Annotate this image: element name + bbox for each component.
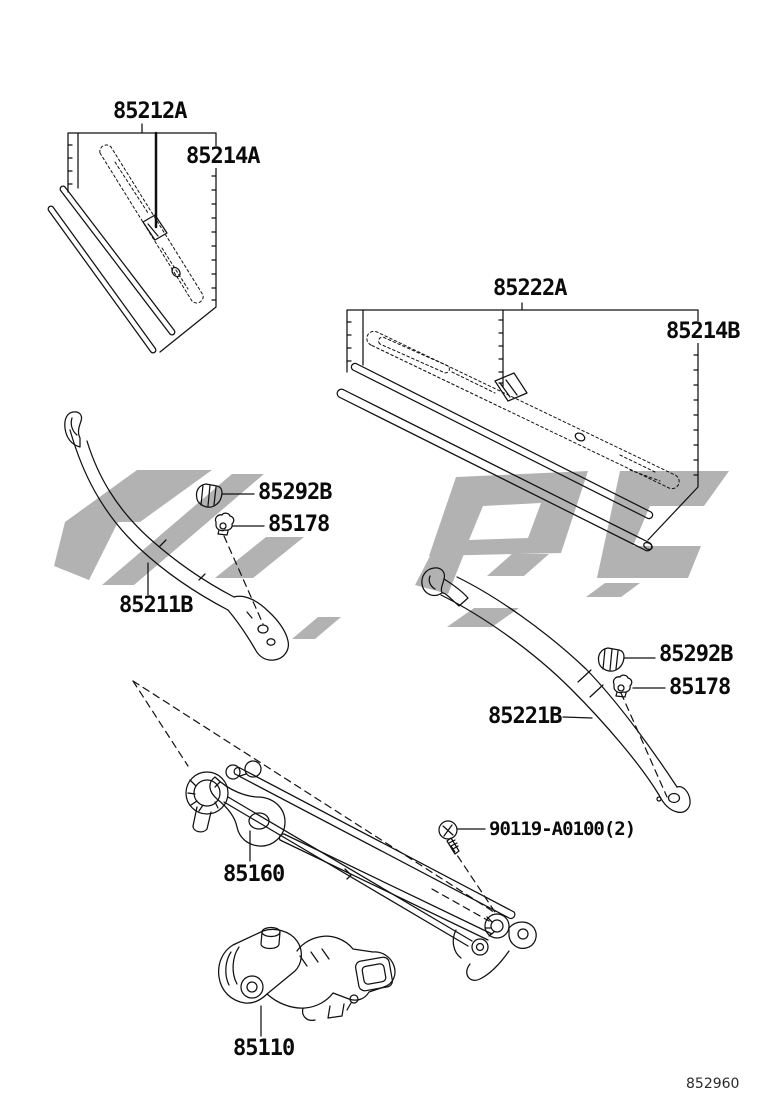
- watermark-logo: [54, 470, 729, 639]
- figure-code: 852960: [686, 1076, 740, 1092]
- part-label-85212a: 85212A: [112, 99, 187, 124]
- blade-assembly-front: [47, 123, 217, 354]
- pivot-cap-right: [597, 647, 625, 672]
- part-label-85221b: 85221B: [487, 704, 562, 729]
- pivot-cap-left: [195, 483, 223, 508]
- wiper-link-85160: [185, 760, 537, 981]
- arm-nut-right: [612, 674, 633, 698]
- bolt-90119: [438, 820, 460, 855]
- part-label-85222a: 85222A: [492, 276, 567, 301]
- blade-assembly-rear: [336, 302, 699, 552]
- part-label-85214b: 85214B: [665, 319, 740, 344]
- wiper-arm-left: [64, 411, 290, 661]
- part-label-85110: 85110: [232, 1036, 295, 1061]
- part-label-85178-right: 85178: [668, 675, 731, 700]
- part-label-85214a: 85214A: [185, 144, 260, 169]
- part-label-85211b: 85211B: [118, 593, 193, 618]
- assembly-dashed-lines: [132, 535, 668, 922]
- part-label-85160: 85160: [222, 862, 285, 887]
- leader-lines: [221, 493, 666, 830]
- part-label-85292b-left: 85292B: [257, 480, 332, 505]
- part-label-85178-left: 85178: [267, 512, 330, 537]
- part-label-90119: 90119-A0100(2): [488, 818, 636, 840]
- part-label-85292b-right: 85292B: [658, 642, 733, 667]
- wiper-arm-right: [421, 567, 691, 814]
- arm-nut-left: [214, 512, 235, 536]
- wiper-motor-85110: [217, 926, 396, 1037]
